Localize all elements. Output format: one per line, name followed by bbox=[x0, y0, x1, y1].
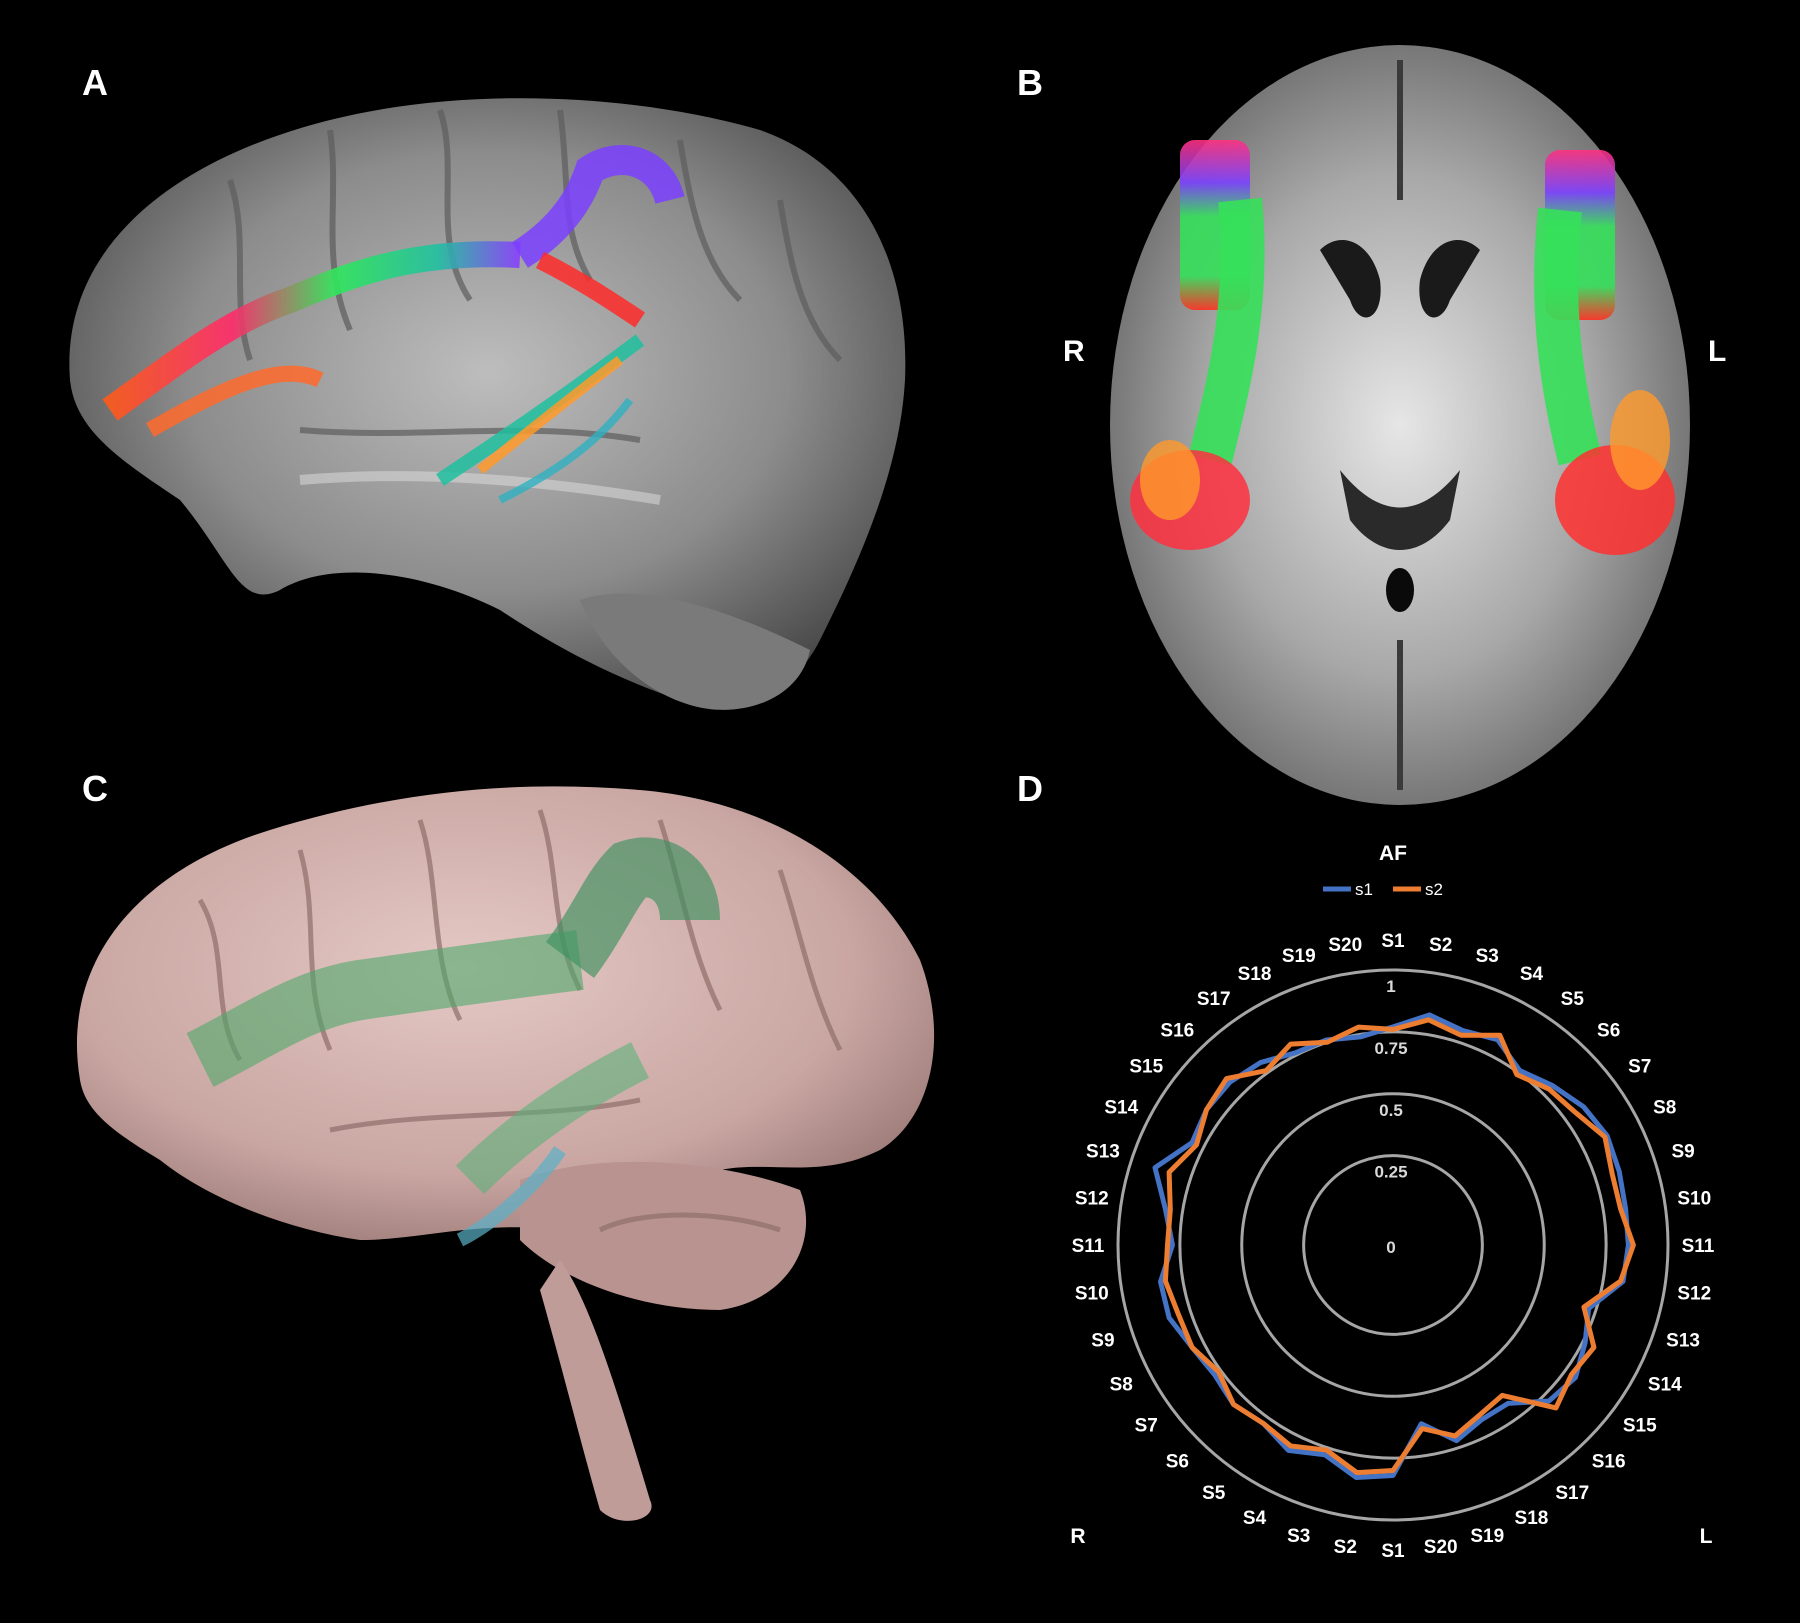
radar-category-label: S19 bbox=[1282, 946, 1316, 967]
radar-category-label: S18 bbox=[1238, 964, 1272, 985]
radar-category-label: S13 bbox=[1666, 1330, 1700, 1351]
radar-category-label: S7 bbox=[1628, 1057, 1651, 1078]
radar-category-label: S20 bbox=[1424, 1537, 1458, 1558]
radar-category-label: S6 bbox=[1597, 1020, 1620, 1041]
radar-series-s1 bbox=[1152, 1012, 1631, 1481]
radar-ring bbox=[1116, 968, 1670, 1522]
radar-right-label: R bbox=[1070, 1525, 1085, 1548]
panel-letter-d: D bbox=[1017, 768, 1043, 809]
panel-letter-b: B bbox=[1017, 62, 1043, 103]
radar-category-label: S7 bbox=[1135, 1415, 1158, 1436]
panel-a-sagittal-brain bbox=[69, 98, 906, 710]
radar-category-label: S10 bbox=[1677, 1188, 1711, 1209]
radar-category-label: S11 bbox=[1072, 1236, 1105, 1257]
radar-category-label: S6 bbox=[1166, 1452, 1189, 1473]
panel-letter-a: A bbox=[82, 62, 108, 103]
radar-category-label: S15 bbox=[1129, 1057, 1163, 1078]
radar-left-label: L bbox=[1700, 1525, 1713, 1548]
radar-category-label: S1 bbox=[1381, 1541, 1405, 1562]
radar-series-s2 bbox=[1162, 1017, 1636, 1476]
radar-category-label: S20 bbox=[1328, 935, 1362, 956]
radar-ring-label: 1 bbox=[1386, 977, 1395, 996]
radar-category-label: S16 bbox=[1160, 1020, 1194, 1041]
radar-category-label: S10 bbox=[1075, 1284, 1109, 1305]
radar-category-label: S15 bbox=[1623, 1415, 1657, 1436]
radar-category-label: S9 bbox=[1091, 1330, 1114, 1351]
radar-category-label: S12 bbox=[1075, 1188, 1109, 1209]
radar-category-label: S3 bbox=[1287, 1526, 1310, 1547]
radar-category-label: S17 bbox=[1197, 989, 1231, 1010]
radar-ring bbox=[1302, 1154, 1484, 1336]
legend-label-s1: s1 bbox=[1355, 880, 1373, 899]
radar-category-label: S13 bbox=[1086, 1142, 1120, 1163]
radar-category-label: S14 bbox=[1648, 1374, 1682, 1395]
radar-category-label: S1 bbox=[1381, 931, 1405, 952]
radar-ring-label: 0.75 bbox=[1374, 1039, 1407, 1058]
panel-b-right-label: R bbox=[1063, 335, 1085, 368]
panel-b-left-label: L bbox=[1708, 335, 1727, 368]
radar-category-label: S4 bbox=[1243, 1508, 1267, 1529]
radar-ring-label: 0 bbox=[1386, 1238, 1395, 1257]
radar-category-label: S18 bbox=[1515, 1508, 1549, 1529]
radar-ring-label: 0.25 bbox=[1374, 1163, 1407, 1182]
radar-category-label: S12 bbox=[1677, 1284, 1711, 1305]
radar-category-label: S8 bbox=[1653, 1098, 1676, 1119]
panel-b-axial-brain bbox=[1110, 45, 1690, 805]
radar-category-label: S3 bbox=[1476, 946, 1499, 967]
radar-category-label: S8 bbox=[1110, 1374, 1133, 1395]
legend-label-s2: s2 bbox=[1425, 880, 1443, 899]
radar-category-label: S9 bbox=[1671, 1142, 1694, 1163]
radar-ring bbox=[1240, 1092, 1546, 1398]
radar-title: AF bbox=[1379, 842, 1407, 865]
radar-category-label: S14 bbox=[1104, 1098, 1138, 1119]
radar-category-label: S4 bbox=[1520, 964, 1544, 985]
radar-category-label: S5 bbox=[1561, 989, 1585, 1010]
radar-category-label: S11 bbox=[1682, 1236, 1715, 1257]
radar-ring-label: 0.5 bbox=[1379, 1101, 1403, 1120]
radar-category-label: S2 bbox=[1429, 935, 1452, 956]
panel-letter-c: C bbox=[82, 768, 108, 809]
radar-category-label: S17 bbox=[1555, 1483, 1589, 1504]
radar-category-label: S2 bbox=[1334, 1537, 1357, 1558]
radar-category-label: S19 bbox=[1470, 1526, 1504, 1547]
radar-category-label: S16 bbox=[1592, 1452, 1626, 1473]
panel-c-3d-brain bbox=[76, 786, 935, 1521]
radar-category-label: S5 bbox=[1202, 1483, 1226, 1504]
